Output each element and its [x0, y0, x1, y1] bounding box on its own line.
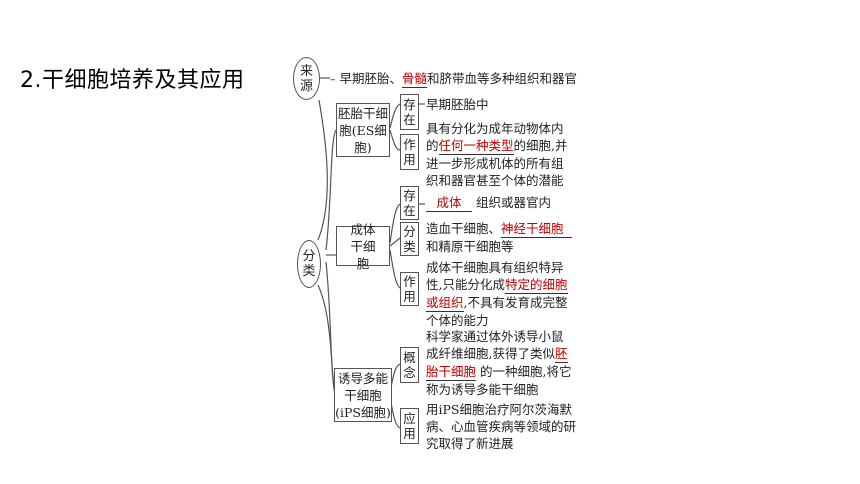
es-function-line2: 的任何一种类型的细胞,并: [426, 138, 568, 155]
adult-function-answer-2: 或组织: [426, 295, 464, 312]
source-text: – 早期胚胎、骨髓和脐带血等多种组织和器官: [330, 71, 578, 88]
es-function-line3: 进一步形成机体的所有组: [426, 156, 564, 171]
adult-function-line1: 成体干细胞具有组织特异: [426, 260, 564, 275]
classification-label-text: 分类: [302, 249, 316, 279]
source-label-text: 来源: [299, 63, 313, 94]
adult-function-answer-1: 特定的细胞: [504, 277, 568, 294]
ips-concept-line4: 称为诱导多能干细胞: [426, 382, 539, 397]
ips-concept-tag: 概念: [400, 347, 419, 383]
adult-function-tag: 作用: [400, 272, 419, 306]
adult-cell-box: 成体干细胞: [336, 222, 390, 271]
es-function-tag: 作用: [400, 134, 419, 170]
es-function-text: 具有分化为成年动物体内 的任何一种类型的细胞,并 进一步形成机体的所有组 织和器…: [426, 120, 576, 189]
adult-exist-tag: 存在: [400, 186, 419, 220]
adult-function-line4: 个体的能力: [426, 313, 489, 328]
adult-types-tag: 分类: [400, 222, 419, 256]
adult-types-label: 分类: [403, 224, 416, 254]
source-answer: 骨髓: [402, 71, 428, 88]
adult-exist-label: 存在: [403, 188, 416, 218]
ips-concept-text: 科学家通过体外诱导小鼠 成纤维细胞,获得了类似胚 胎干细胞 的一种细胞,将它 称…: [426, 328, 576, 398]
ips-application-line2: 病、心血管疾病等领域的研: [426, 419, 577, 434]
adult-exist-answer: 成体: [426, 194, 472, 212]
ips-concept-label: 概念: [403, 350, 416, 380]
ips-concept-answer-2: 胎干细胞: [426, 364, 477, 381]
adult-function-label: 作用: [403, 274, 416, 304]
es-exist-label: 存在: [403, 97, 416, 127]
source-label: 来源: [293, 57, 320, 100]
adult-function-text: 成体干细胞具有组织特异 性,只能分化成特定的细胞 或组织,不具有发育成完整 个体…: [426, 259, 576, 329]
es-function-line1: 具有分化为成年动物体内: [426, 121, 564, 136]
ips-application-line1: 用iPS细胞治疗阿尔茨海默: [426, 402, 572, 417]
es-cell-box: 胚胎干细胞(ES细胞): [336, 103, 390, 157]
adult-types-answer: 神经干细胞: [501, 220, 572, 238]
adult-exist-text: 成体 组织或器官内: [426, 194, 551, 212]
es-function-label: 作用: [403, 137, 416, 167]
es-function-line4: 织和器官甚至个体的潜能: [426, 173, 564, 188]
ips-application-label: 应用: [403, 411, 416, 441]
ips-application-text: 用iPS细胞治疗阿尔茨海默 病、心血管疾病等领域的研 究取得了新进展: [426, 401, 580, 452]
ips-application-line3: 究取得了新进展: [426, 436, 514, 451]
adult-cell-label: 成体干细胞: [350, 221, 376, 271]
es-exist-text: 早期胚胎中: [426, 97, 489, 112]
ips-concept-line1: 科学家通过体外诱导小鼠: [426, 329, 564, 344]
source-text-suffix: 和脐带血等多种组织和器官: [427, 71, 578, 86]
adult-types-text: 造血干细胞、神经干细胞 和精原干细胞等: [426, 220, 576, 255]
page-heading: 2.干细胞培养及其应用: [20, 68, 245, 93]
es-cell-label: 胚胎干细胞(ES细胞): [337, 105, 388, 155]
ips-application-tag: 应用: [400, 408, 419, 444]
ips-cell-box: 诱导多能干细胞(iPS细胞): [334, 368, 392, 422]
ips-concept-answer-1: 胚: [554, 346, 568, 363]
source-text-prefix: 早期胚胎、: [339, 71, 402, 86]
es-function-answer: 任何一种类型: [438, 138, 514, 155]
ips-cell-label: 诱导多能干细胞(iPS细胞): [335, 370, 391, 420]
classification-label: 分类: [297, 240, 321, 288]
es-exist-tag: 存在: [400, 94, 419, 130]
adult-types-line2: 和精原干细胞等: [426, 239, 514, 254]
